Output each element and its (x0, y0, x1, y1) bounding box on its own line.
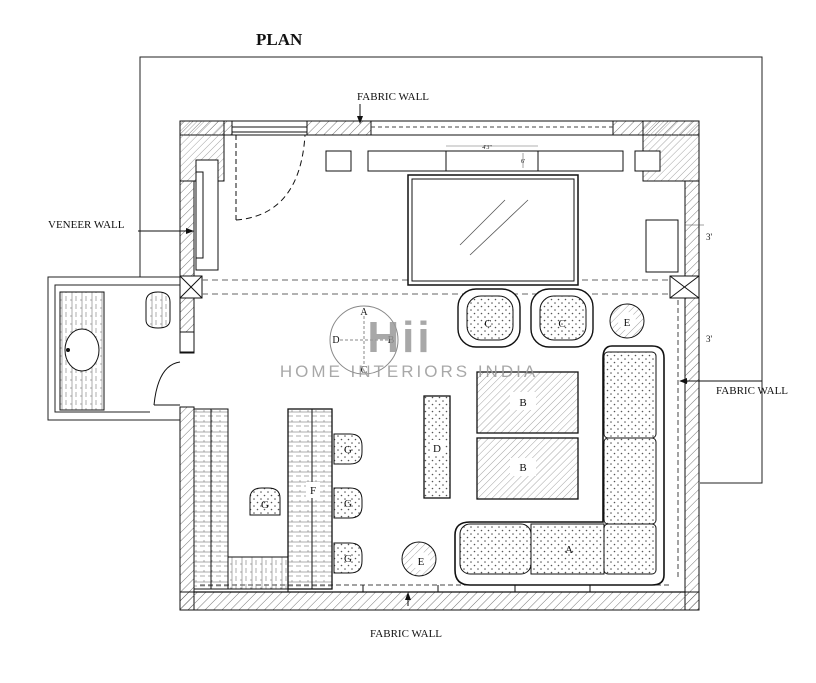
stool-left: G (249, 487, 281, 516)
watermark-text: HOME INTERIORS INDIA (280, 362, 538, 381)
stool-3: G (333, 542, 363, 574)
rug (407, 174, 579, 286)
console-label: D (433, 443, 441, 455)
bar-counter: F (287, 408, 333, 590)
veneer-wall-panel (195, 159, 219, 271)
svg-text:FABRIC WALL: FABRIC WALL (357, 91, 429, 103)
dim-right-upper: 3' (706, 232, 713, 242)
room-walls (179, 120, 700, 611)
armchair-right-label: C (558, 318, 565, 330)
side-table-bottom-label: E (418, 556, 425, 568)
stool-3-label: G (344, 553, 352, 565)
label-fabric-wall-bottom: FABRIC WALL (370, 592, 442, 640)
marker-west: D (332, 335, 339, 346)
side-cabinet (645, 219, 679, 273)
watermark-logo: Hii (367, 313, 432, 362)
svg-text:VENEER WALL: VENEER WALL (48, 219, 125, 231)
section-marker: A C B D (329, 305, 399, 376)
ottoman-upper-label: B (519, 397, 526, 409)
svg-text:FABRIC WALL: FABRIC WALL (716, 385, 788, 397)
marker-north: A (360, 307, 368, 318)
label-fabric-wall-top: FABRIC WALL (357, 91, 429, 124)
entrance-door (231, 126, 308, 221)
svg-text:FABRIC WALL: FABRIC WALL (370, 628, 442, 640)
sofa-label: A (565, 544, 573, 556)
side-table-bottom: E (401, 541, 437, 577)
tv-unit-width-dim: 4'3" (482, 145, 492, 151)
armchair-left: C (457, 288, 521, 348)
right-dimensions: 3' 3' (685, 224, 713, 344)
side-table-top: E (609, 303, 645, 339)
marker-east: B (388, 335, 395, 346)
armchair-left-label: C (484, 318, 491, 330)
ottoman-lower-label: B (519, 462, 526, 474)
outer-boundary (139, 56, 763, 484)
counter-label: F (310, 485, 316, 497)
label-veneer-wall: VENEER WALL (48, 219, 194, 234)
stool-1: G (333, 433, 363, 465)
stool-2-label: G (344, 498, 352, 510)
washroom (47, 276, 195, 421)
sofa-l-shaped: A (454, 345, 665, 586)
ottoman-lower: B (476, 437, 579, 500)
stool-1-label: G (344, 444, 352, 456)
watermark: Hii HOME INTERIORS INDIA (280, 313, 538, 381)
ottoman-upper: B (476, 371, 579, 434)
console-table: D (423, 395, 451, 499)
stool-2: G (333, 487, 363, 519)
armchair-right: C (530, 288, 594, 348)
plan-title: PLAN (256, 30, 303, 49)
tv-unit-height-dim: 6' (521, 159, 525, 165)
marker-south: C (361, 365, 368, 376)
label-fabric-wall-right: FABRIC WALL (679, 378, 788, 397)
stool-left-label: G (261, 499, 269, 511)
tv-unit: 4'3" 6' (325, 145, 661, 172)
side-table-top-label: E (624, 317, 631, 329)
dim-right-lower: 3' (706, 334, 713, 344)
